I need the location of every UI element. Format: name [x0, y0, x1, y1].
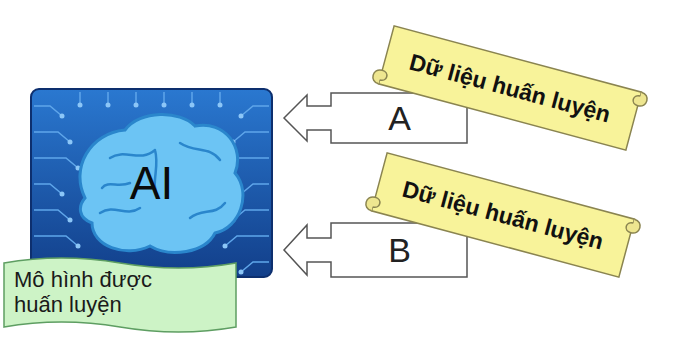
- banner-label: Mô hình được huấn luyện: [14, 267, 184, 318]
- arrow-outline: [283, 222, 468, 278]
- model-banner: Mô hình được huấn luyện: [2, 253, 238, 339]
- chip-label: AI: [30, 160, 273, 206]
- arrow-label: B: [331, 233, 468, 267]
- arrow-label: A: [331, 101, 468, 135]
- input-arrow: B: [283, 222, 468, 278]
- ai-chip: AI: [30, 88, 273, 278]
